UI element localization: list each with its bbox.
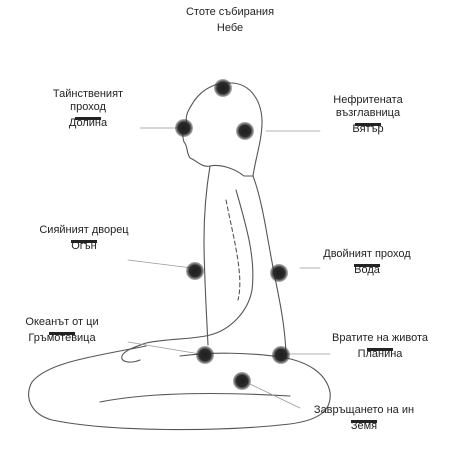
energy-point-palace bbox=[186, 262, 204, 280]
label-gate-trigram: Планина bbox=[357, 348, 403, 360]
label-double-trigram: Вода bbox=[354, 264, 380, 276]
label-return-trigram: Земя bbox=[350, 420, 378, 432]
arm-inner-outline bbox=[225, 199, 241, 301]
label-palace-name: Сияйният дворец bbox=[39, 224, 129, 236]
label-double-name: Двойният проход bbox=[323, 248, 411, 260]
label-double: Двойният проход Вода bbox=[310, 248, 424, 277]
label-palace: Сияйният дворец Огън bbox=[32, 224, 136, 253]
label-mystic-trigram: Долина bbox=[68, 117, 108, 129]
label-palace-trigram: Огън bbox=[71, 240, 97, 252]
label-jade-name: Нефритената bbox=[333, 94, 403, 106]
energy-point-jade bbox=[236, 122, 254, 140]
label-jade-trigram: Вятър bbox=[352, 123, 384, 135]
label-ocean-name: Океанът от ци bbox=[25, 316, 99, 328]
energy-point-return bbox=[233, 372, 251, 390]
connector-lines bbox=[127, 127, 331, 409]
label-jade-name-2: възглавница bbox=[335, 107, 401, 119]
energy-point-mystic bbox=[175, 119, 193, 137]
label-mystic-name: Тайнственият bbox=[52, 88, 124, 100]
label-ocean-trigram: Гръмотевица bbox=[28, 332, 96, 344]
label-mystic-name-2: проход bbox=[70, 101, 106, 113]
label-top: Стоте събирания Небе bbox=[176, 6, 284, 35]
label-top-name: Стоте събирания bbox=[185, 6, 275, 18]
head-outline bbox=[182, 82, 263, 177]
lower-leg-outline bbox=[99, 392, 291, 403]
label-top-trigram: Небе bbox=[216, 22, 244, 34]
label-mystic: Тайнственият проход Долина bbox=[38, 88, 138, 130]
label-gate: Вратите на живота Планина bbox=[322, 332, 438, 361]
label-return: Завръщането на ин Земя bbox=[306, 404, 422, 433]
label-jade: Нефритената възглавница Вятър bbox=[318, 94, 418, 136]
energy-point-double bbox=[270, 264, 288, 282]
back-outline bbox=[252, 175, 287, 356]
arm-outline bbox=[121, 189, 254, 363]
chest-outline bbox=[203, 165, 211, 346]
label-gate-name: Вратите на живота bbox=[332, 332, 428, 344]
energy-point-gate bbox=[272, 346, 290, 364]
label-return-name: Завръщането на ин bbox=[313, 404, 415, 416]
energy-point-top bbox=[214, 79, 232, 97]
energy-point-ocean bbox=[196, 346, 214, 364]
label-ocean: Океанът от ци Гръмотевица bbox=[8, 316, 116, 345]
